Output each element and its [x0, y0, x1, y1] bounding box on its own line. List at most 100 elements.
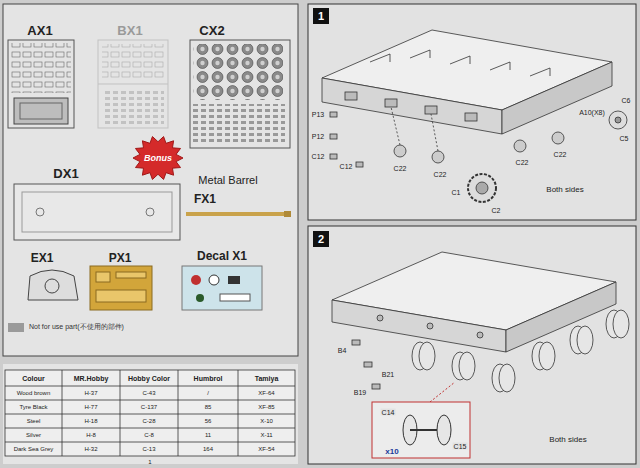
- sprue-bx1-unused: [102, 44, 164, 80]
- step-note: Both sides: [545, 186, 584, 194]
- road-wheels: [459, 352, 475, 380]
- hull-plate-dx1: [22, 192, 172, 232]
- color-table: [62, 370, 63, 456]
- step-panel: [308, 226, 636, 464]
- step1-hull: [322, 30, 612, 134]
- part-number: C14: [381, 409, 396, 416]
- color-table: [5, 442, 295, 443]
- part-number: A10(X8): [578, 109, 606, 116]
- step1-parts: [615, 117, 621, 123]
- hull-plate-dx1: [14, 184, 180, 240]
- sprue-label: Decal X1: [197, 250, 247, 262]
- part-number: C12: [339, 163, 354, 170]
- sprue-cx2: [190, 40, 290, 148]
- quantity-note: x10: [385, 448, 398, 456]
- step2-hull: [477, 332, 483, 338]
- color-table: [5, 370, 295, 456]
- table-cell: XF-54: [258, 446, 274, 452]
- step2-hull: [427, 323, 433, 329]
- node-text: 2: [318, 234, 324, 245]
- sprue-bx1-unused: [102, 88, 164, 124]
- step1-hull: [502, 62, 612, 134]
- turret-ex1: [28, 270, 78, 300]
- table-cell: 11: [205, 432, 211, 438]
- table-cell: C-28: [142, 418, 155, 424]
- step1-parts: [391, 107, 400, 145]
- road-wheels: [419, 342, 435, 370]
- node-text: 1: [318, 11, 324, 22]
- turret-ex1: [45, 279, 59, 293]
- color-table: [5, 428, 295, 429]
- decal-sheet: [209, 275, 219, 285]
- node-text: Bonus: [144, 154, 172, 163]
- table-cell: C-13: [142, 446, 155, 452]
- parts-panel: [3, 4, 298, 356]
- color-table: [5, 414, 295, 415]
- color-table: [120, 370, 121, 456]
- step-number: 2: [313, 231, 329, 247]
- table-cell: C-43: [142, 390, 155, 396]
- sprue-bx1-unused: [98, 40, 168, 128]
- step2-hull: [506, 282, 616, 352]
- sprue-bx1-unused: [98, 40, 168, 128]
- part-number: C6: [621, 97, 632, 104]
- sprue-label: AX1: [27, 24, 52, 37]
- decal-sheet: [182, 266, 262, 310]
- part-number: C5: [619, 135, 630, 142]
- step1-parts: [609, 111, 627, 129]
- sprue-label: PX1: [109, 252, 132, 264]
- metal-barrel: [284, 211, 291, 217]
- step1-parts: [476, 182, 488, 194]
- table-cell: H-37: [84, 390, 97, 396]
- sprue-bx1-unused: [98, 84, 168, 85]
- photo-etch-px1: [96, 290, 146, 302]
- sprue-ax1: [8, 40, 74, 128]
- sprue-label: EX1: [31, 252, 54, 264]
- table-header: Humbrol: [194, 375, 223, 382]
- part-number: P13: [311, 111, 325, 118]
- sprue-label: CX2: [199, 24, 224, 37]
- color-table: [178, 370, 179, 456]
- part-number: B4: [337, 347, 348, 354]
- turret-ex1: [28, 270, 78, 300]
- color-table: [238, 370, 239, 456]
- wheel-inset: [372, 382, 470, 458]
- table-cell: XF-64: [258, 390, 274, 396]
- table-cell: Silver: [26, 432, 41, 438]
- metal-barrel: [186, 212, 290, 216]
- step2-small-parts: [352, 340, 380, 389]
- step1-parts: [552, 132, 564, 144]
- road-wheels: [499, 364, 515, 392]
- step1-hull: [345, 92, 357, 100]
- decal-sheet: [191, 275, 201, 285]
- table-cell: 164: [203, 446, 213, 452]
- step1-parts: [432, 151, 444, 163]
- table-header: Colour: [22, 375, 45, 382]
- part-number: P12: [311, 133, 325, 140]
- part-note: Metal Barrel: [198, 175, 257, 186]
- sprue-ax1: [8, 40, 74, 128]
- step1-parts: [330, 154, 337, 159]
- sprue-cx2: [193, 44, 283, 100]
- sprue-label: FX1: [194, 193, 216, 205]
- step1-hull: [385, 99, 397, 107]
- step2-hull: [377, 315, 383, 321]
- table-cell: H-32: [84, 446, 97, 452]
- wheel-inset: [437, 415, 451, 445]
- legend-swatch: [8, 323, 24, 332]
- road-wheels: [539, 342, 555, 370]
- part-number: C22: [515, 159, 530, 166]
- hull-plate-dx1: [36, 208, 44, 216]
- bonus-burst: Bonus: [133, 136, 183, 180]
- page-number: 1: [148, 459, 151, 465]
- step2-small-parts: [364, 362, 372, 367]
- sprue-ax1: [20, 103, 62, 119]
- table-cell: C-137: [141, 404, 157, 410]
- part-number: C22: [433, 171, 448, 178]
- step1-parts: [394, 145, 406, 157]
- decal-sheet: [228, 276, 240, 284]
- step1-hull: [465, 113, 477, 121]
- step-note: Both sides: [548, 436, 587, 444]
- decal-sheet: [196, 294, 204, 302]
